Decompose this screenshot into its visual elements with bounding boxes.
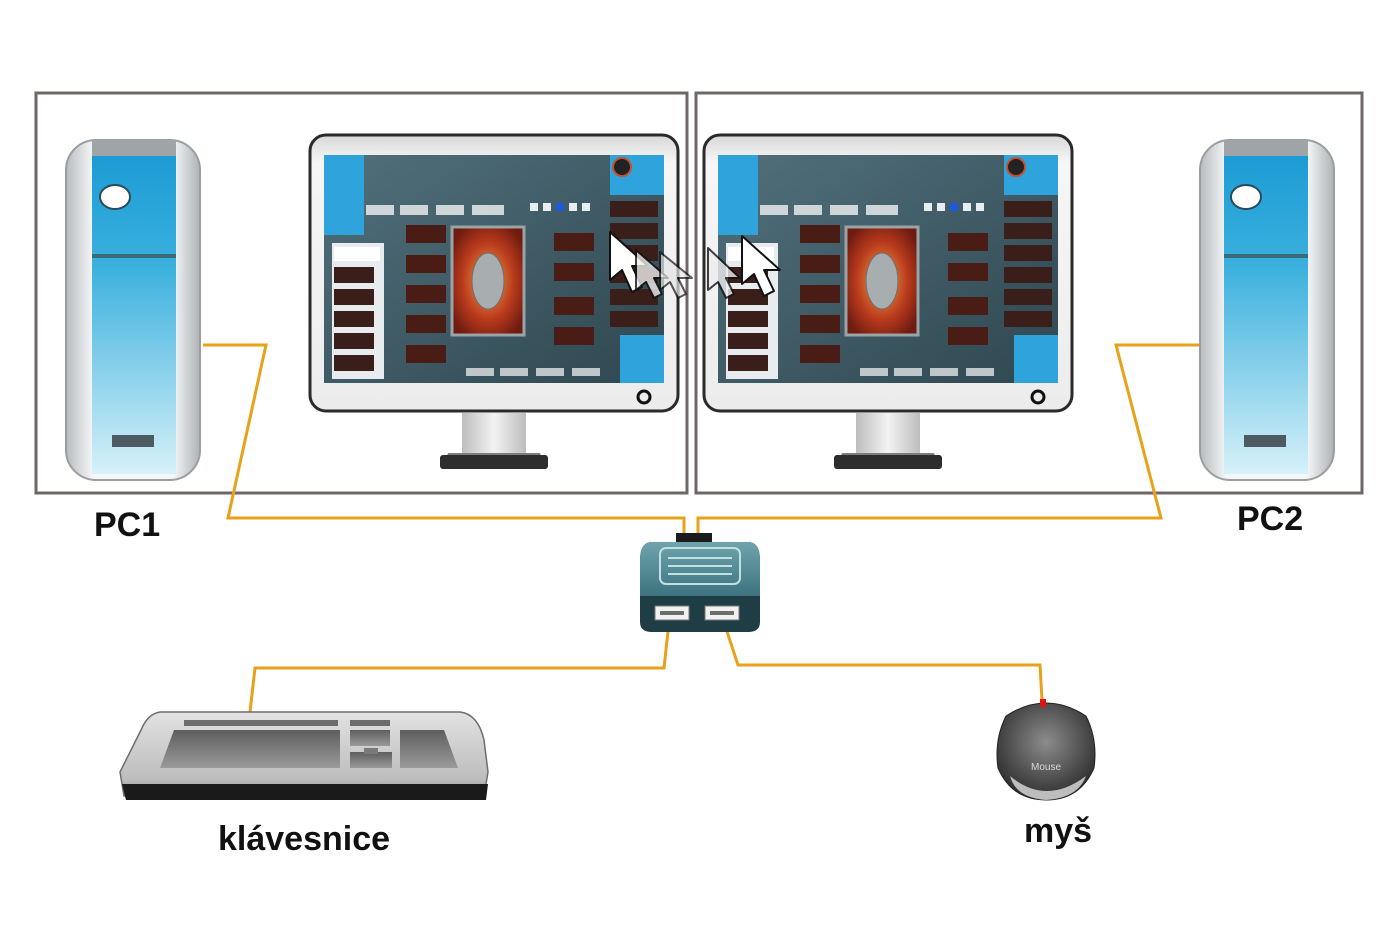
app-logo-icon xyxy=(1006,157,1026,177)
app-button-slots-right xyxy=(554,233,594,345)
label-mouse: myš xyxy=(1024,812,1093,850)
cable-switch-keyboard xyxy=(248,612,672,713)
numpad-keys xyxy=(400,730,458,768)
cursor-arrow-icon xyxy=(659,251,693,299)
power-icon xyxy=(1030,389,1046,405)
frame-pc2 xyxy=(694,91,1364,495)
cable-switch-mouse xyxy=(719,612,1044,701)
app-bottom-buttons xyxy=(860,368,994,376)
pc2-tower[interactable] xyxy=(1199,139,1335,481)
cursor-trail xyxy=(609,231,781,299)
app-side-list xyxy=(332,243,384,379)
app-right-panel xyxy=(1004,201,1052,327)
monitor-stand-neck xyxy=(856,413,920,455)
cables xyxy=(203,343,1200,713)
app-logo-icon xyxy=(612,157,632,177)
arrow-keys xyxy=(350,752,392,768)
mouse-brand-text: Mouse xyxy=(1031,762,1061,773)
drive-slot-icon xyxy=(112,435,154,447)
monitor-2[interactable] xyxy=(702,133,1074,469)
main-keys xyxy=(160,730,340,768)
pc1-tower[interactable] xyxy=(65,139,201,481)
app-bottom-buttons xyxy=(466,368,600,376)
label-pc1: PC1 xyxy=(94,506,161,544)
label-keyboard: klávesnice xyxy=(218,820,391,858)
mouse[interactable]: Mouse xyxy=(996,699,1096,801)
frame-pc1 xyxy=(34,91,689,495)
drive-slot-icon xyxy=(1244,435,1286,447)
app-button-slots-left xyxy=(406,225,446,363)
keyboard[interactable] xyxy=(119,711,489,800)
cursor-arrow-icon xyxy=(741,235,781,297)
monitor-1[interactable] xyxy=(308,133,680,469)
app-button-slots-left xyxy=(800,225,840,363)
power-button-icon xyxy=(1230,184,1262,210)
monitor-stand-neck xyxy=(462,413,526,455)
label-pc2: PC2 xyxy=(1237,500,1304,538)
cable-pc1-switch xyxy=(203,343,686,538)
app-swatches xyxy=(530,203,590,211)
mouse-cord-led xyxy=(1040,699,1046,707)
kvm-switch[interactable] xyxy=(640,533,760,632)
nav-keys xyxy=(350,730,390,746)
app-button-slots-right xyxy=(948,233,988,345)
cursor-arrow-icon xyxy=(707,247,741,299)
app-tabs xyxy=(366,205,504,215)
cable-pc2-switch xyxy=(696,343,1200,538)
power-button-icon xyxy=(99,184,131,210)
app-tabs xyxy=(760,205,898,215)
power-icon xyxy=(636,389,652,405)
app-swatches xyxy=(924,203,984,211)
